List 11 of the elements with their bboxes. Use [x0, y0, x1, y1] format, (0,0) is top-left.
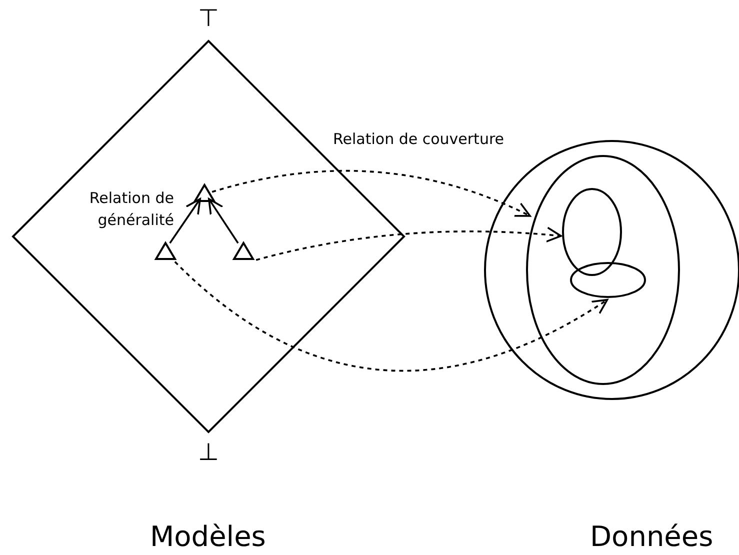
arrow [169, 198, 201, 244]
annotation-text: Relation de généralité [88, 188, 174, 231]
arrow [208, 198, 239, 244]
bottom-symbol: ⊥ [198, 438, 219, 466]
caption: Données [590, 520, 714, 553]
annotation-text: Relation de couverture [333, 130, 504, 148]
dashed-arrow [256, 226, 562, 261]
dashed-arrow [212, 170, 531, 218]
caption: Modèles [150, 520, 266, 553]
dashed-arrow [174, 261, 608, 372]
top-symbol: ⊤ [198, 4, 219, 32]
